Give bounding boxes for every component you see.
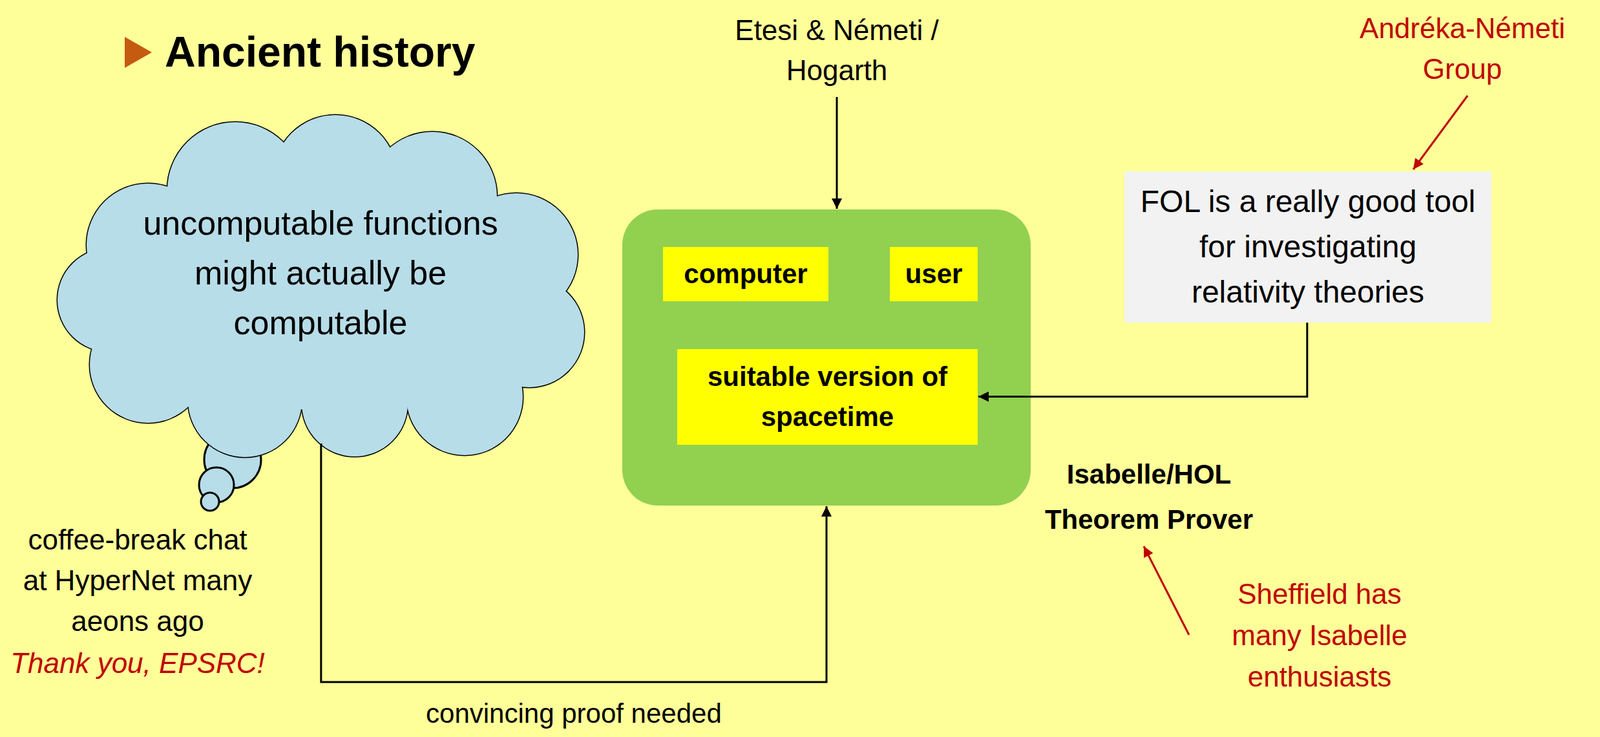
edge-label: convincing proof needed [379, 697, 768, 730]
connector-arrow [321, 443, 827, 682]
connector-arrow [1413, 95, 1468, 170]
slide-title: Ancient history [164, 27, 475, 77]
component-box: computer [663, 246, 829, 302]
node-text: Andréka-Németi Group [1333, 7, 1592, 90]
connector-arrow [1143, 546, 1190, 635]
node-text: Sheffield has many Isabelle enthusiasts [1212, 573, 1427, 698]
cloud-fill [57, 248, 161, 352]
node-text: uncomputable functions might actually be… [126, 198, 515, 348]
cloud-fill [406, 338, 523, 455]
connector-arrow [836, 96, 839, 209]
source-note: Etesi & Németi / Hogarth [707, 10, 967, 91]
cloud-lobe [406, 338, 523, 455]
connector-arrow [978, 322, 1308, 397]
container-heading: Isabelle/HOL Theorem Prover [1019, 451, 1279, 543]
prover-container: Isabelle/HOL Theorem Provercomputerusers… [622, 209, 1031, 506]
node-text: user [905, 257, 963, 291]
node-text: suitable version of spacetime [684, 356, 970, 437]
component-box: suitable version of spacetime [677, 348, 978, 445]
thought-bubble [200, 492, 220, 511]
cloud-lobe [301, 350, 408, 457]
cloud-fill [301, 350, 408, 457]
thought-cloud: uncomputable functions might actually be… [51, 112, 590, 459]
claim-box: FOL is a really good tool for investigat… [1124, 171, 1492, 323]
node-text: Etesi & Németi / Hogarth [707, 10, 967, 91]
group-note: Sheffield has many Isabelle enthusiasts [1212, 573, 1427, 698]
component-box: user [889, 246, 978, 302]
origin-note: coffee-break chat at HyperNet many aeons… [17, 518, 258, 642]
group-note: Andréka-Németi Group [1333, 7, 1592, 90]
thanks-note: Thank you, EPSRC! [3, 642, 272, 684]
node-text: computer [683, 257, 808, 291]
node-text: FOL is a really good tool for investigat… [1139, 178, 1476, 315]
title-bullet [124, 36, 152, 68]
cloud-lobe [57, 248, 161, 352]
